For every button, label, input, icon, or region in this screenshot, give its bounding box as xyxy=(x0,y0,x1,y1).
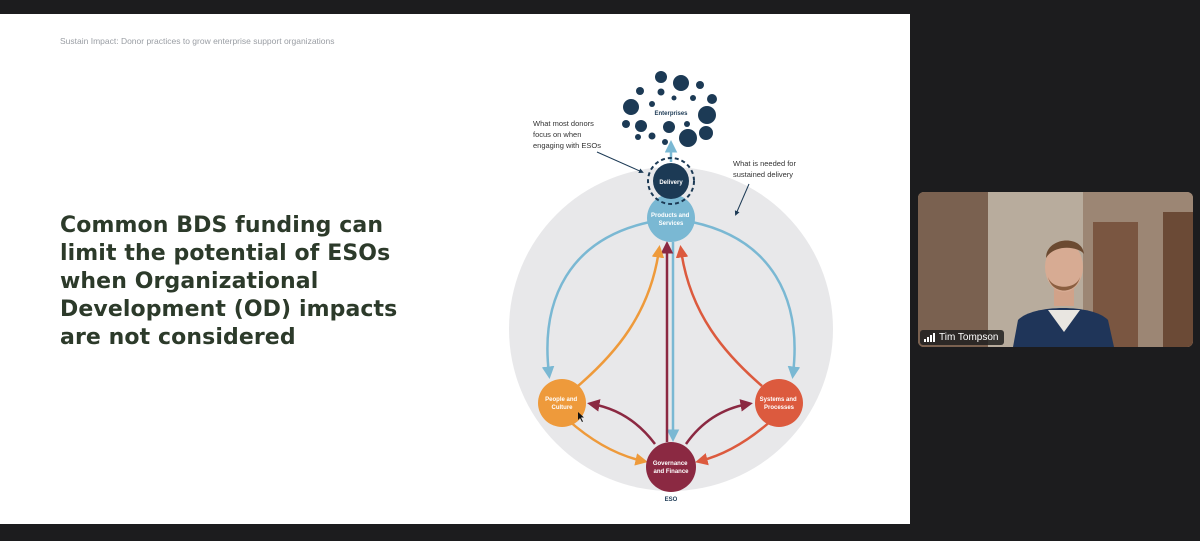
participant-video-tile[interactable]: Tim Tompson xyxy=(918,192,1193,347)
products-node xyxy=(647,194,695,242)
arc-systems-to-products xyxy=(675,245,763,387)
arc-people-to-products xyxy=(577,245,665,387)
eso-label: ESO xyxy=(665,497,678,503)
people-node xyxy=(538,379,586,427)
enterprises-label: Enterprises xyxy=(654,111,688,117)
annotation-left-arrow xyxy=(596,151,644,174)
delivery-label: Delivery xyxy=(659,180,683,186)
governance-node xyxy=(646,442,696,492)
annotation-right-arrow xyxy=(734,183,750,216)
systems-node xyxy=(755,379,803,427)
participant-name-tag: Tim Tompson xyxy=(920,330,1005,345)
arc-people-to-governance xyxy=(567,419,648,466)
products-label: Products and Services xyxy=(651,213,691,227)
systems-label: Systems and Processes xyxy=(760,397,799,411)
delivery-node xyxy=(653,163,689,199)
participant-name: Tim Tompson xyxy=(939,332,999,343)
annotation-left: What most donors focus on when engaging … xyxy=(533,119,601,150)
arc-governance-to-systems xyxy=(684,399,753,445)
people-label: People and Culture xyxy=(545,397,579,411)
enterprises-cluster xyxy=(622,71,717,147)
arc-products-to-systems xyxy=(691,220,801,379)
arc-systems-to-governance xyxy=(695,419,773,466)
governance-label: Governance and Finance xyxy=(653,461,689,475)
signal-bars-icon xyxy=(924,333,935,342)
mouse-cursor-icon xyxy=(578,412,584,422)
arc-products-to-people xyxy=(541,220,651,379)
slide-header: Sustain Impact: Donor practices to grow … xyxy=(60,36,335,46)
video-frame xyxy=(918,192,1193,347)
slide-title: Common BDS funding can limit the potenti… xyxy=(60,213,398,350)
arc-governance-to-people xyxy=(587,399,656,445)
presentation-slide: Sustain Impact: Donor practices to grow … xyxy=(0,14,910,524)
annotation-right: What is needed for sustained delivery xyxy=(733,159,798,179)
delivery-dashed-ring xyxy=(647,157,695,205)
eso-diagram: Enterprises What most donors focus on wh… xyxy=(509,71,833,503)
person-head xyxy=(1045,242,1083,292)
